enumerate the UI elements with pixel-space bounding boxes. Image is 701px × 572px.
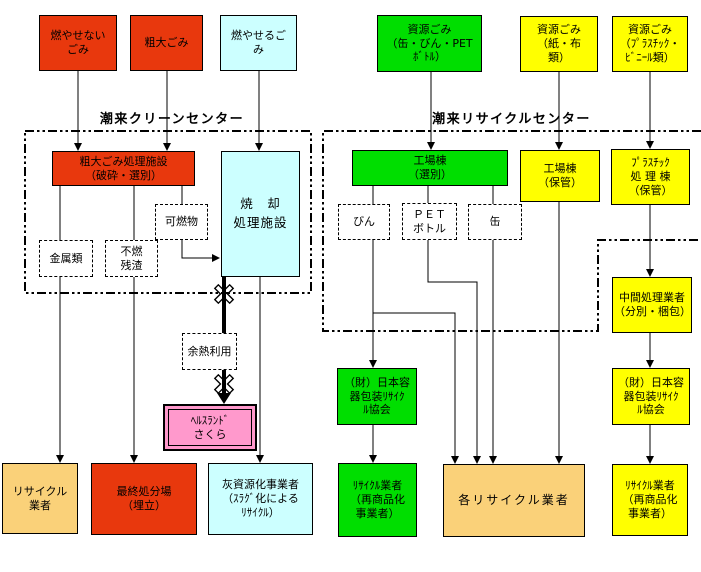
node-resource-plastic: 資源ごみ （ﾌﾟﾗｽﾁｯｸ・ ﾋﾞﾆｰﾙ類） (612, 16, 688, 72)
flow-arrowhead (555, 456, 563, 464)
node-cans: 缶 (468, 204, 522, 240)
recycle-center-region-border (322, 130, 701, 332)
node-residue: 不燃 残渣 (105, 240, 158, 277)
node-incineration: 焼 却 処理施設 (221, 151, 300, 277)
node-intermediate: 中間処理業者 （分別・梱包） (612, 277, 692, 333)
recycle-center-label: 潮来リサイクルセンター (432, 112, 591, 127)
edge-lines-top (77, 71, 651, 143)
clean-center-region-border (24, 130, 312, 294)
edge-combustibles-to-incineration (181, 240, 212, 259)
node-resource-paper: 資源ごみ （紙・布 類） (520, 16, 598, 72)
node-combustibles: 可燃物 (155, 204, 208, 240)
node-non-burnable: 燃やせない ごみ (39, 15, 117, 71)
flow-arrowhead (255, 143, 263, 151)
flow-arrowhead (427, 142, 435, 150)
heat-cross-icon (213, 373, 235, 395)
flow-arrowhead (646, 360, 654, 368)
node-each-recycler: 各リサイクル業者 (443, 464, 585, 537)
node-health-land: ﾍﾙｽﾗﾝﾄﾞ さくら (163, 404, 257, 451)
flow-arrowhead (212, 254, 220, 262)
node-burnable: 燃やせるご み (220, 15, 297, 71)
flow-arrowhead-thick (217, 393, 231, 404)
node-recycler-left: リサイクル 業者 (2, 463, 78, 534)
node-bottles: びん (338, 204, 390, 240)
flow-arrowhead (555, 142, 563, 150)
node-bulky: 粗大ごみ (130, 15, 203, 71)
node-landfill: 最終処分場 （埋立） (91, 463, 197, 535)
node-recycler-yellow: ﾘｻｲｸﾙ業者 （再商品化 事業者） (612, 464, 688, 536)
flow-arrowhead (369, 360, 377, 368)
edge-lines-recycle (372, 186, 651, 456)
node-ash-recycler: 灰資源化事業者 （ｽﾗｸﾞ化による ﾘｻｲｸﾙ） (208, 463, 313, 535)
flow-arrowhead (256, 455, 264, 463)
flow-arrowhead (646, 141, 654, 149)
node-heat-use: 余熱利用 (182, 333, 237, 370)
node-assoc-green: （財）日本容 器包装ﾘｻｲｸ ﾙ協会 (337, 368, 417, 425)
flow-arrowhead (646, 269, 654, 277)
flow-arrowhead (74, 143, 82, 151)
node-factory-storage: 工場棟 （保管） (520, 150, 600, 202)
node-pet: ＰＥＴ ボトル (402, 203, 457, 240)
flow-arrowhead (646, 456, 654, 464)
flow-arrowhead (473, 456, 481, 464)
edge-lines-sorter (59, 186, 261, 455)
flow-arrowhead (163, 143, 171, 151)
flow-arrowhead (369, 455, 377, 463)
edge-pet-to-each (427, 240, 478, 456)
heat-cross-icon (213, 283, 235, 305)
node-recycler-green: ﾘｻｲｸﾙ業者 （再商品化 事業者） (338, 463, 417, 537)
clean-center-label: 潮来クリーンセンター (99, 112, 245, 127)
node-plastic-building: ﾌﾟﾗｽﾁｯｸ 処 理 棟 （保管） (611, 149, 690, 205)
node-factory-sorting: 工場棟 （選別） (352, 150, 508, 186)
node-metals: 金属類 (39, 240, 93, 277)
node-assoc-yellow: （財）日本容 器包装ﾘｻｲｸ ﾙ協会 (612, 368, 690, 425)
flow-arrowhead (56, 455, 64, 463)
edge-bottles-branch-to-each (373, 312, 456, 456)
node-bulky-facility: 粗大ごみ処理施設 （破砕・選別） (52, 151, 195, 186)
node-resource-cans: 資源ごみ （缶・びん・PET ﾎﾞﾄﾙ） (377, 15, 482, 72)
flow-arrowhead (451, 456, 459, 464)
flow-arrowhead (489, 456, 497, 464)
flow-arrowhead (130, 455, 138, 463)
